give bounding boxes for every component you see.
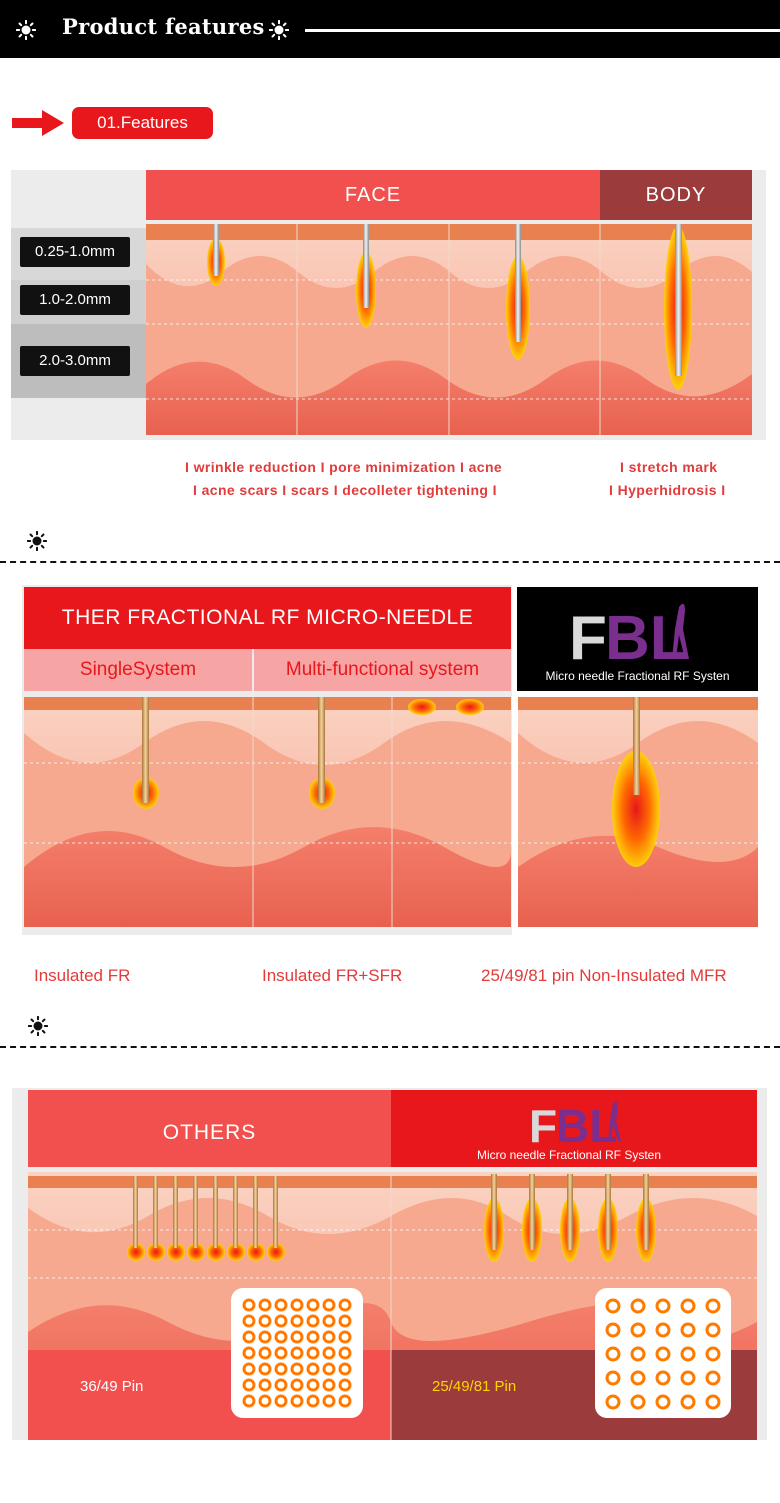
fbl-pins: [484, 1174, 656, 1262]
face-caption: I wrinkle reduction I pore minimization …: [185, 459, 503, 475]
comparison-title: THER FRACTIONAL RF MICRO-NEEDLE: [24, 587, 511, 649]
pin-count-label: 36/49 Pin: [80, 1378, 144, 1395]
body-header: BODY: [600, 170, 752, 220]
sun-icon: [27, 531, 47, 551]
body-caption: I Hyperhidrosis I: [609, 482, 726, 498]
body-caption: I stretch mark: [620, 459, 718, 475]
pin-illustration: [28, 1172, 757, 1440]
fbl-subtitle: Micro needle Fractional RF Systen: [545, 669, 730, 683]
type-caption: Insulated FR+SFR: [262, 966, 403, 985]
right-arrow-icon: [12, 110, 64, 136]
dashed-divider: [0, 1046, 780, 1048]
sun-icon: [16, 20, 36, 40]
svg-text:BL: BL: [605, 604, 688, 673]
sun-icon: [28, 1016, 48, 1036]
needle-group: [207, 224, 692, 390]
multi-system-label: Multi-functional system: [254, 649, 511, 691]
page-title: Product features: [62, 14, 265, 39]
fbl-subtitle: Micro needle Fractional RF Systen: [476, 1148, 662, 1162]
single-system-label: SingleSystem: [24, 649, 252, 691]
fbl-logo: F BL: [569, 603, 689, 673]
header-divider: [305, 29, 780, 32]
others-pins: [127, 1176, 285, 1261]
features-badge: 01.Features: [72, 107, 213, 139]
type-caption: Insulated FR: [34, 966, 131, 985]
fbl-logo-box: F BL: [517, 587, 758, 691]
fbl-header: F BL: [391, 1090, 757, 1167]
needle-type-illustration: [24, 697, 758, 927]
svg-text:BL: BL: [556, 1100, 617, 1150]
face-caption: I acne scars I scars I decolleter tighte…: [193, 482, 497, 498]
face-header: FACE: [146, 170, 600, 220]
dashed-divider: [0, 561, 780, 563]
pin-grid-25: [595, 1288, 731, 1418]
fbl-logo: F BL: [529, 1100, 621, 1152]
depth-label: 1.0-2.0mm: [20, 285, 130, 315]
svg-text:F: F: [569, 604, 607, 673]
sun-icon: [269, 20, 289, 40]
svg-text:F: F: [529, 1100, 557, 1150]
pin-count-label: 25/49/81 Pin: [432, 1378, 517, 1395]
depth-label: 2.0-3.0mm: [20, 346, 130, 376]
type-caption: 25/49/81 pin Non-Insulated MFR: [481, 966, 727, 985]
depth-label: 0.25-1.0mm: [20, 237, 130, 267]
pin-grid-49: [231, 1288, 363, 1418]
others-header: OTHERS: [28, 1090, 391, 1167]
skin-depth-illustration: [146, 224, 752, 435]
